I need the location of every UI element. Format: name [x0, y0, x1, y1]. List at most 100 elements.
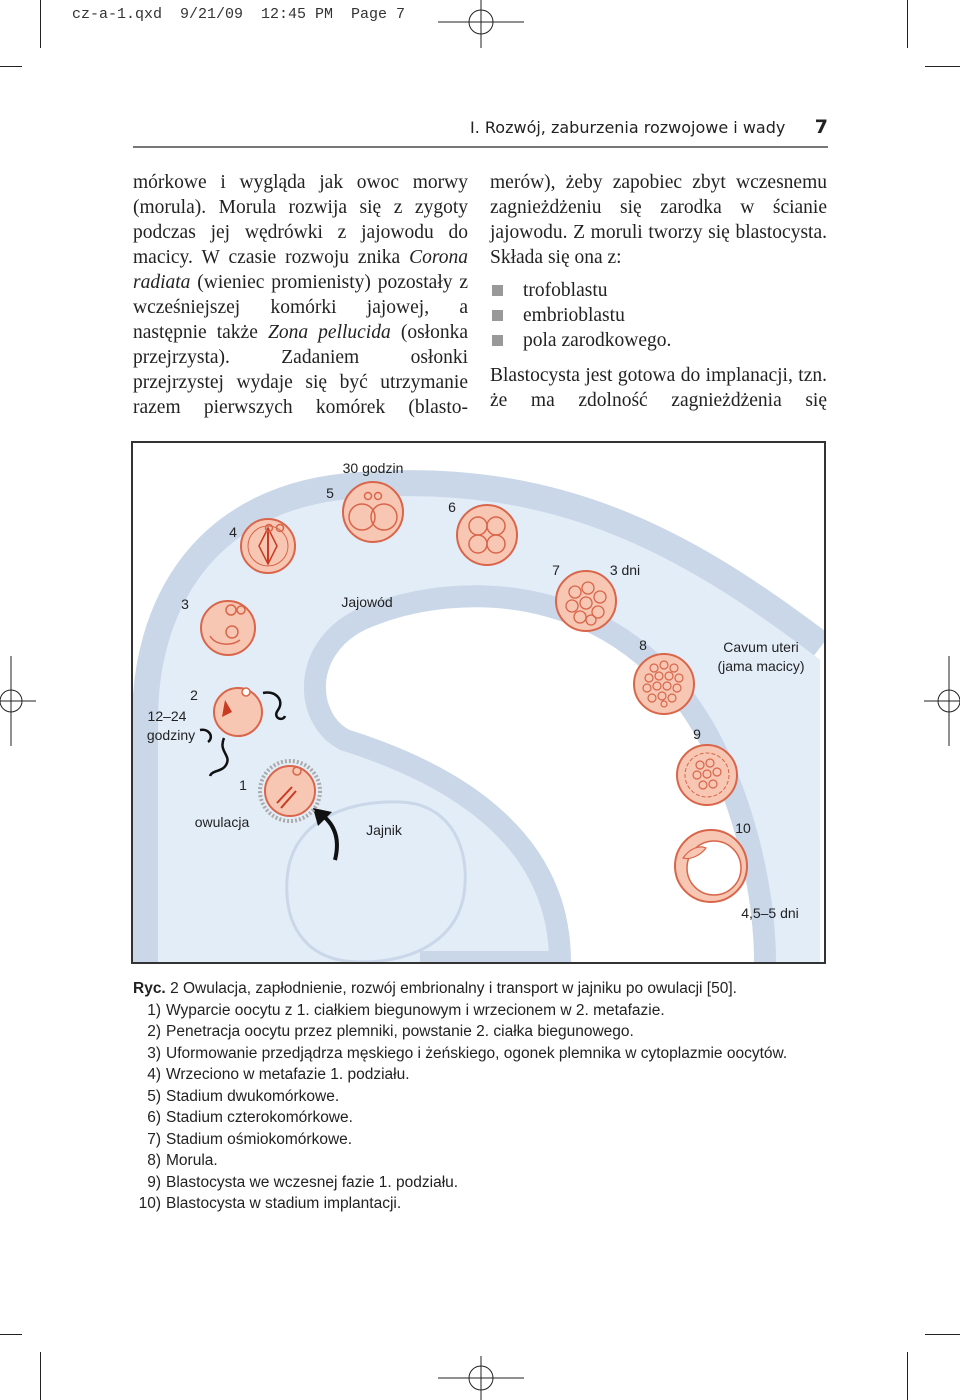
label-7: 7	[552, 562, 560, 578]
right-paragraph-2: Blastocysta jest gotowa do implanacji, t…	[490, 365, 827, 411]
arrow-head	[313, 808, 332, 826]
label-9: 9	[693, 726, 701, 742]
crop-mark	[925, 66, 960, 67]
text-run: (wieniec promienisty) pozostały z wcześn…	[133, 272, 468, 343]
caption-prefix: Ryc.	[133, 980, 166, 997]
crop-mark	[40, 0, 41, 48]
cell-1-oocyte	[258, 759, 322, 823]
caption-item: 5) Stadium dwukomórkowe.	[133, 1086, 833, 1108]
caption-item: 3) Uformowanie przedjądrza męskiego i żeń…	[133, 1043, 833, 1065]
list-item: embrioblastu	[490, 303, 827, 328]
item-text: Penetracja oocytu przez plemniki, powsta…	[166, 1023, 634, 1040]
oviduct-diagram: 30 godzin 5 6 4 7 3 dni 3 Jajowód 8 Cavu…	[133, 460, 824, 962]
item-text: Stadium czterokomórkowe.	[166, 1109, 353, 1126]
cell-2-penetration	[199, 687, 287, 777]
left-column: mórkowe i wygląda jak owoc morwy (morula…	[133, 170, 468, 420]
crop-mark	[0, 1334, 22, 1335]
item-number: 3)	[147, 1044, 161, 1062]
label-ovulation: owulacja	[195, 814, 250, 830]
label-hours: godziny	[147, 727, 195, 743]
item-number: 1)	[147, 1001, 161, 1019]
list-item: trofoblastu	[490, 278, 827, 303]
item-text: Stadium ośmiokomórkowe.	[166, 1130, 353, 1148]
text-run: mórkowe i wygląda jak owoc morwy (morula…	[133, 172, 468, 268]
registration-mark-top	[438, 0, 524, 48]
sperm	[208, 737, 229, 777]
crop-mark	[907, 0, 908, 48]
item-number: 2)	[147, 1023, 161, 1040]
caption-item: 9) Blastocysta we wczesnej fazie 1. podzi…	[133, 1172, 833, 1194]
item-text: Wyparcie oocytu z 1. ciałkiem biegunowym…	[166, 1001, 665, 1019]
right-paragraph-1: merów), żeby zapobiec zbyt wczesnemu zag…	[490, 172, 827, 268]
caption-item: 7) Stadium ośmiokomórkowe.	[133, 1129, 833, 1151]
caption-item: 1) Wyparcie oocytu z 1. ciałkiem biegunow…	[133, 1000, 833, 1022]
label-5: 5	[326, 485, 334, 501]
cell-9-early-blastocyst	[676, 744, 738, 806]
cell-4-metaphase	[240, 518, 296, 574]
print-slug: cz-a-1.qxd 9/21/09 12:45 PM Page 7	[72, 6, 406, 23]
crop-mark	[907, 1352, 908, 1400]
label-2: 2	[190, 687, 198, 703]
sperm	[199, 728, 212, 744]
caption-title: Ryc. 2 Owulacja, zapłodnienie, rozwój em…	[133, 978, 833, 1000]
cell-3-pronuclei	[200, 600, 256, 656]
left-paragraph: mórkowe i wygląda jak owoc morwy (morula…	[133, 170, 468, 420]
item-number: 10)	[138, 1195, 161, 1212]
item-number: 4)	[147, 1066, 161, 1083]
page-number: 7	[814, 116, 828, 138]
figure-caption: Ryc. 2 Owulacja, zapłodnienie, rozwój em…	[133, 978, 833, 1215]
label-1: 1	[239, 777, 247, 793]
caption-text: Owulacja, zapłodnienie, rozwój embrional…	[178, 980, 737, 997]
item-text: Stadium dwukomórkowe.	[166, 1087, 340, 1105]
crop-mark	[0, 66, 22, 67]
item-text: Uformowanie przedjądrza męskiego i żeńsk…	[166, 1044, 788, 1062]
caption-item: 8) Morula.	[133, 1150, 833, 1172]
running-head-title: I. Rozwój, zaburzenia rozwojowe i wady	[470, 118, 786, 137]
caption-number: 2	[170, 980, 179, 997]
label-4: 4	[229, 524, 237, 540]
registration-mark-left	[0, 656, 36, 746]
right-column: merów), żeby zapobiec zbyt wczesnemu zag…	[490, 170, 827, 413]
list-item: pola zarodkowego.	[490, 328, 827, 353]
ovary	[285, 800, 467, 962]
figure-frame: 30 godzin 5 6 4 7 3 dni 3 Jajowód 8 Cavu…	[131, 441, 826, 964]
item-number: 9)	[147, 1173, 161, 1191]
label-6: 6	[448, 499, 456, 515]
registration-mark-right	[924, 656, 960, 746]
item-text: Blastocysta w stadium implantacji.	[166, 1195, 402, 1212]
caption-item: 2) Penetracja oocytu przez plemniki, pows…	[133, 1021, 833, 1043]
item-text: Wrzeciono w metafazie 1. podziału.	[166, 1066, 410, 1083]
label-10: 10	[735, 820, 751, 836]
label-cavum-uteri: Cavum uteri	[723, 639, 798, 655]
label-3-days: 3 dni	[610, 562, 640, 578]
bullet-list: trofoblastu embrioblastu pola zarodkoweg…	[490, 278, 827, 353]
item-text: Morula.	[166, 1152, 218, 1169]
cell-5-two-cell	[342, 481, 404, 543]
label-3: 3	[181, 596, 189, 612]
caption-item: 4) Wrzeciono w metafazie 1. podziału.	[133, 1064, 833, 1086]
label-30-hours: 30 godzin	[343, 460, 404, 476]
item-number: 6)	[147, 1109, 161, 1126]
label-4-5-days: 4,5–5 dni	[741, 905, 799, 921]
cell-6-four-cell	[456, 504, 518, 566]
item-text: Blastocysta we wczesnej fazie 1. podział…	[166, 1173, 459, 1191]
item-number: 7)	[147, 1130, 161, 1148]
crop-mark	[40, 1352, 41, 1400]
crop-mark	[925, 1334, 960, 1335]
latin-term: Corona radiata	[133, 247, 468, 293]
header-rule	[133, 146, 828, 148]
text-run: (osłonka przejrzysta). Zadaniem osłonki …	[133, 322, 468, 418]
item-number: 8)	[147, 1152, 161, 1169]
item-number: 5)	[147, 1087, 161, 1105]
latin-term: Zona pellucida	[267, 322, 391, 343]
cell-8-morula	[633, 653, 695, 715]
label-12-24: 12–24	[148, 708, 187, 724]
label-ovary: Jajnik	[366, 822, 403, 838]
label-8: 8	[639, 637, 647, 653]
sperm	[262, 691, 287, 721]
label-oviduct: Jajowód	[341, 594, 392, 610]
cell-10-implanting-blastocyst	[674, 829, 748, 903]
cell-7-eight-cell	[555, 570, 617, 632]
caption-item: 10) Blastocysta w stadium implantacji.	[133, 1193, 833, 1215]
registration-mark-bottom	[438, 1356, 524, 1400]
